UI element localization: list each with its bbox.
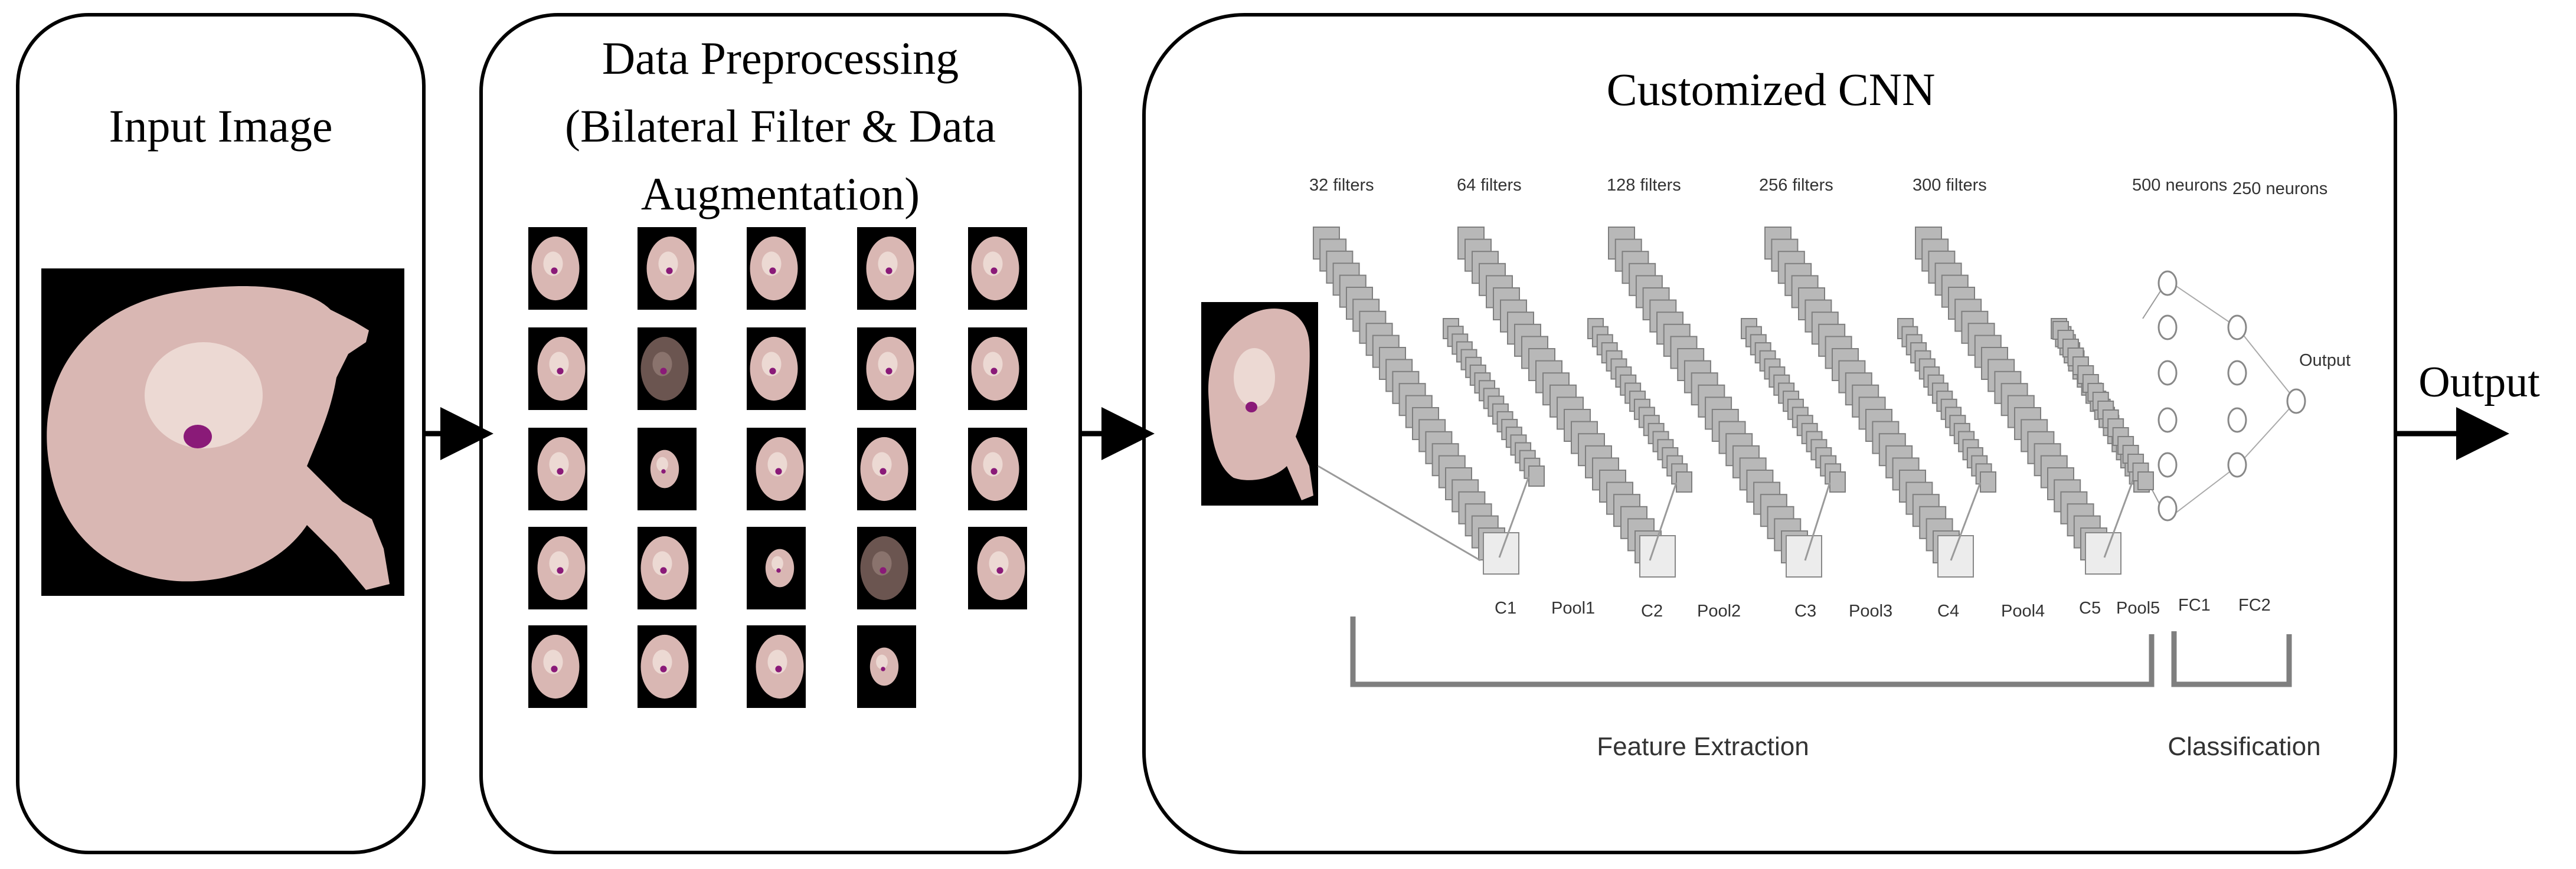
filters-label-1: 32 filters: [1309, 176, 1374, 195]
augmented-image-thumbnail: [857, 428, 916, 510]
augmented-image-thumbnail: [747, 428, 806, 510]
input-cell-image: [41, 268, 404, 596]
output-label: Output: [2418, 358, 2540, 406]
augmented-image-thumbnail: [968, 327, 1027, 410]
neuron-fc2: [2227, 314, 2247, 340]
pool-label-3: Pool3: [1849, 602, 1892, 621]
augmented-image-thumbnail: [968, 227, 1027, 310]
augmented-image-thumbnail: [747, 625, 806, 708]
augmented-image-thumbnail: [638, 327, 697, 410]
cnn-panel: [1142, 13, 2397, 854]
conv-label-4: C4: [1937, 602, 1959, 621]
conv-label-3: C3: [1794, 602, 1816, 621]
conv-label-2: C2: [1641, 602, 1663, 621]
conv-filter-stack: [1313, 227, 1505, 560]
receptive-field-box: [2085, 532, 2121, 575]
augmented-image-thumbnail: [528, 527, 587, 609]
augmented-image-thumbnail: [528, 327, 587, 410]
fc-input-stack: [2052, 321, 2154, 490]
augmented-image-thumbnail: [857, 227, 916, 310]
pool-label-2: Pool2: [1697, 602, 1741, 621]
augmented-image-thumbnail: [528, 428, 587, 510]
cnn-panel-title: Customized CNN: [1607, 64, 1936, 115]
augmented-image-thumbnail: [968, 428, 1027, 510]
neuron-fc1: [2157, 452, 2178, 478]
augmented-image-thumbnail: [528, 625, 587, 708]
filters-label-5: 300 filters: [1913, 176, 1987, 195]
preprocessing-title-line3: Augmentation): [641, 168, 920, 219]
pool-filter-stack: [1443, 318, 1545, 487]
filters-labels: 32 filters 64 filters 128 filters 256 fi…: [1309, 176, 2327, 198]
connector-line: [1649, 482, 1678, 561]
pool-filter-stack: [1587, 318, 1692, 493]
pool-label-4: Pool4: [2001, 602, 2045, 621]
augmented-image-thumbnail: [638, 227, 697, 310]
classification-label: Classification: [2168, 732, 2320, 761]
cnn-input-image: [1201, 302, 1318, 506]
input-panel-title: Input Image: [109, 100, 332, 152]
neurons-label-1: 500 neurons: [2132, 176, 2227, 195]
feature-extraction-bracket: [1350, 617, 2155, 687]
pool-label-5: Pool5: [2116, 599, 2160, 618]
connector-line: [1804, 482, 1831, 561]
conv-label-1: C1: [1495, 599, 1516, 618]
conv-label-5: C5: [2079, 599, 2101, 618]
connector-line: [1950, 482, 1982, 561]
connector-line: [1498, 476, 1530, 558]
augmented-image-thumbnail: [747, 527, 806, 609]
feature-extraction-label: Feature Extraction: [1597, 732, 1809, 761]
classification-bracket: [2171, 631, 2292, 687]
neuron-fc2: [2227, 407, 2247, 433]
augmented-image-thumbnail: [747, 327, 806, 410]
receptive-field-box: [1786, 535, 1822, 578]
augmented-image-thumbnail: [638, 527, 697, 609]
filters-label-2: 64 filters: [1457, 176, 1522, 195]
conv-filter-stack: [1608, 227, 1808, 563]
augmented-image-thumbnail: [857, 527, 916, 609]
output-neuron: [2286, 388, 2306, 414]
receptive-field-box: [1937, 535, 1974, 578]
connector-line: [1318, 465, 1481, 562]
augmented-image-thumbnail: [528, 227, 587, 310]
conv-filter-stack: [1915, 227, 2107, 560]
neuron-fc2: [2227, 360, 2247, 386]
neuron-fc1: [2157, 270, 2178, 296]
neuron-fc1: [2157, 360, 2178, 386]
pool-label-1: Pool1: [1551, 599, 1595, 618]
augmented-image-thumbnail: [747, 227, 806, 310]
pool-filter-stack: [1741, 318, 1846, 493]
neuron-fc1: [2157, 407, 2178, 433]
neuron-fc1: [2157, 496, 2178, 522]
neuron-fc1: [2157, 314, 2178, 340]
conv-filter-stack: [1457, 227, 1662, 563]
neuron-fc2: [2227, 452, 2247, 478]
connector-line: [2167, 280, 2238, 328]
layer-names: C1 Pool1 C2 Pool2 C3 Pool3 C4 Pool4 C5 P…: [1495, 596, 2271, 621]
fc-label-1: FC1: [2178, 596, 2211, 615]
connector-line: [2237, 401, 2297, 467]
connector-line: [2167, 465, 2238, 520]
preprocessing-title-line2: (Bilateral Filter & Data: [565, 100, 996, 152]
conv-filter-stack: [1764, 227, 1960, 563]
fc-label-2: FC2: [2238, 596, 2271, 615]
augmented-image-thumbnail: [857, 327, 916, 410]
augmented-image-thumbnail: [857, 625, 916, 708]
preprocessing-title-line1: Data Preprocessing: [602, 32, 959, 84]
connector-line: [2237, 327, 2297, 402]
augmented-image-thumbnail: [638, 428, 697, 510]
augmented-image-thumbnail: [968, 527, 1027, 609]
pool-filter-stack: [1897, 318, 1996, 493]
augmented-image-thumbnail: [638, 625, 697, 708]
connector-line: [2103, 477, 2135, 558]
augmented-image-grid: [528, 227, 1027, 708]
receptive-field-box: [1639, 535, 1676, 578]
filters-label-3: 128 filters: [1607, 176, 1681, 195]
filters-label-4: 256 filters: [1759, 176, 1833, 195]
output-node-label: Output: [2299, 351, 2351, 370]
cnn-layers: [1313, 227, 2306, 578]
neurons-label-2: 250 neurons: [2232, 179, 2327, 198]
